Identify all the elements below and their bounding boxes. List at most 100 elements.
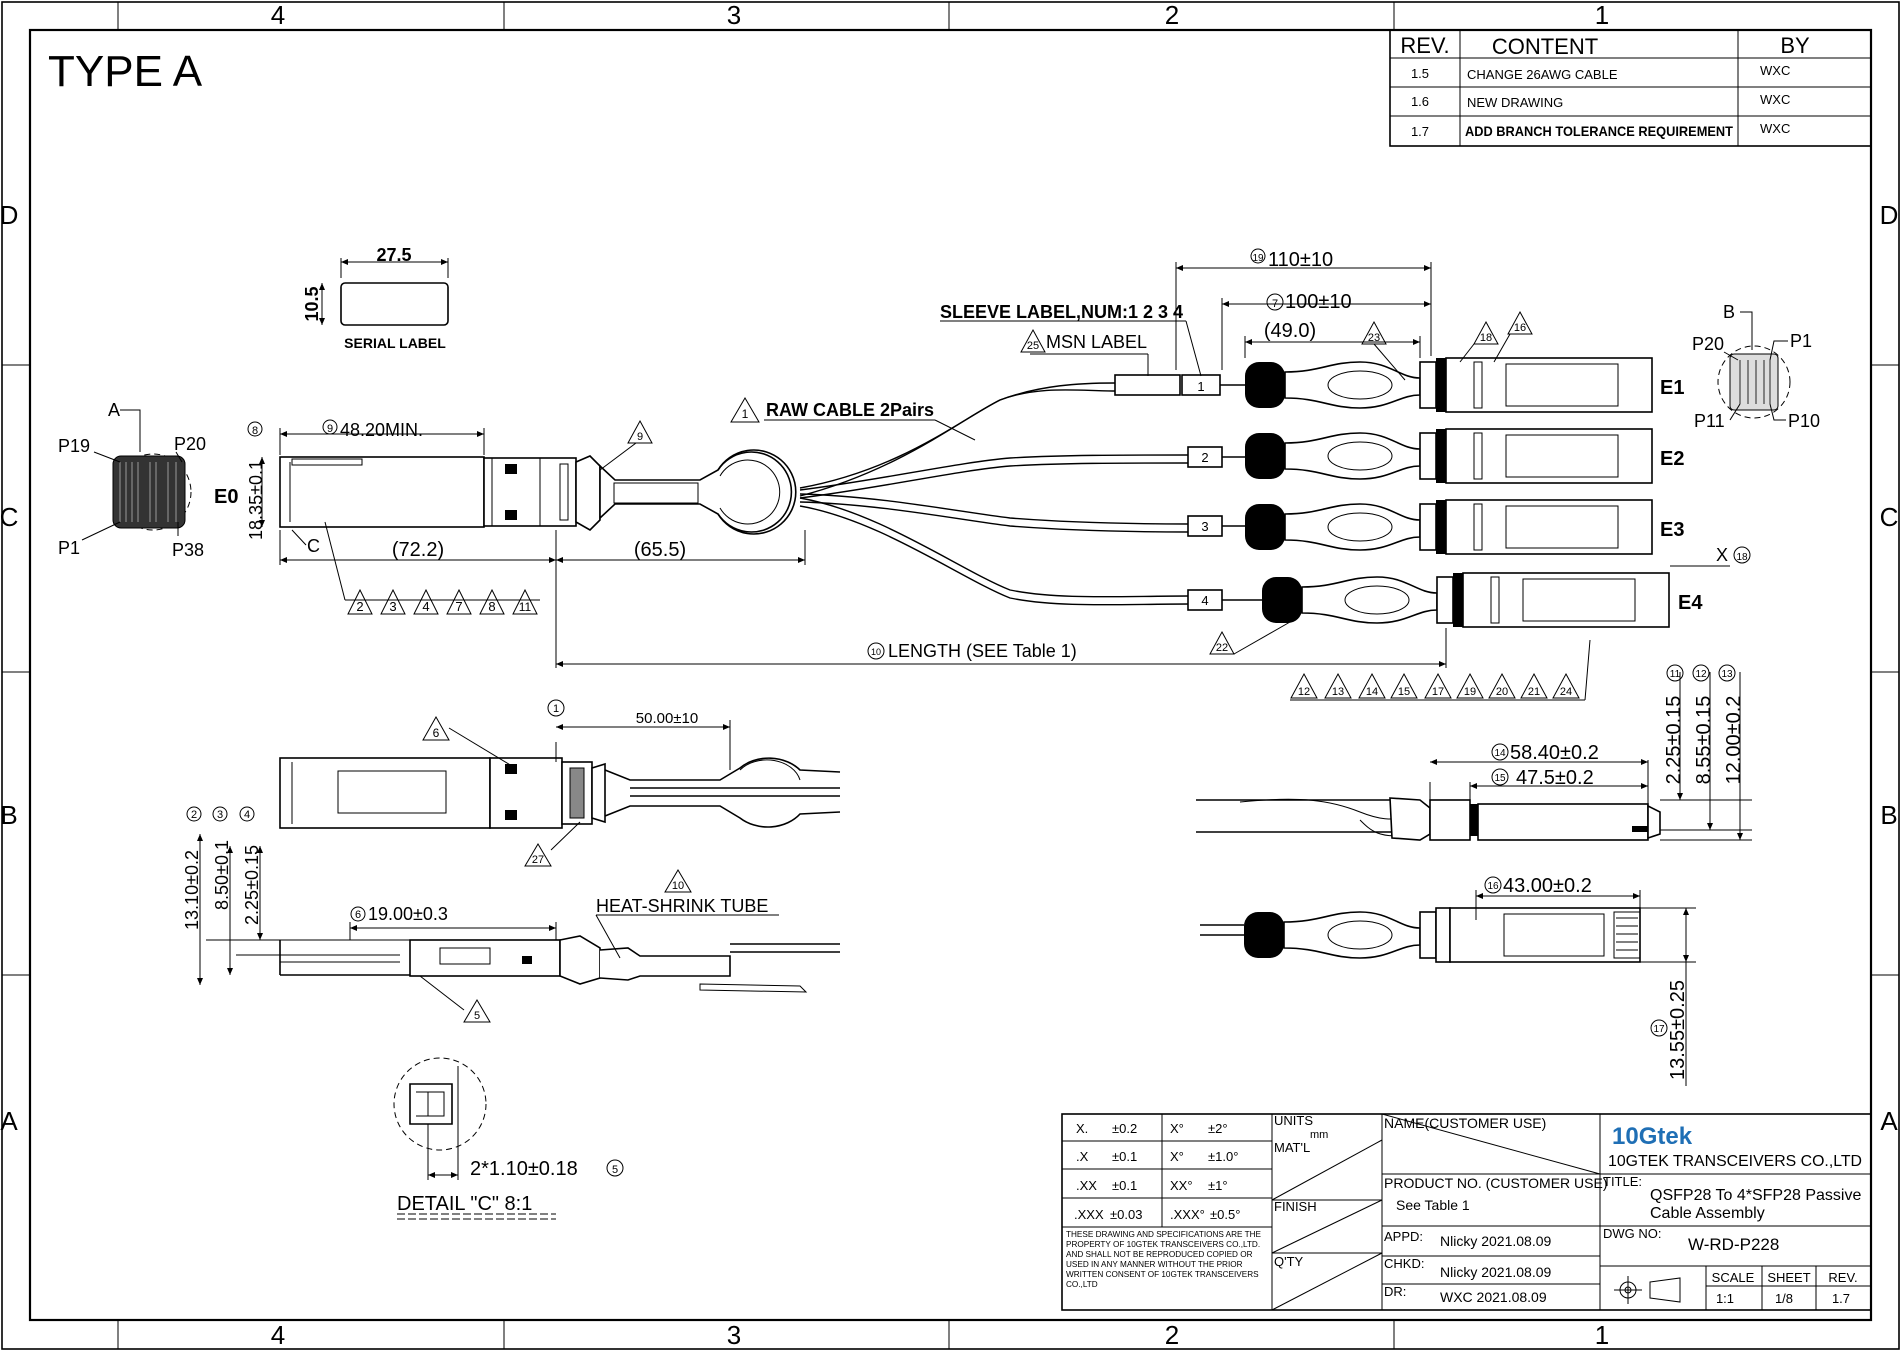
zone-row-d-right: D bbox=[1880, 200, 1899, 230]
dim-12-00: 12.00±0.2 bbox=[1723, 696, 1745, 785]
product-no-label: PRODUCT NO. (CUSTOMER USE) bbox=[1384, 1175, 1608, 1191]
name-label: NAME(CUSTOMER USE) bbox=[1384, 1115, 1546, 1131]
tri-10: 10 bbox=[672, 880, 684, 892]
zone-col-3-bottom: 3 bbox=[727, 1320, 741, 1350]
svg-text:18: 18 bbox=[1736, 552, 1748, 563]
svg-text:16: 16 bbox=[1487, 881, 1499, 892]
svg-text:X.: X. bbox=[1076, 1121, 1088, 1136]
pin-p1-right-label: P1 bbox=[1790, 331, 1812, 351]
title-line-2: Cable Assembly bbox=[1650, 1205, 1765, 1222]
dr-value: WXC 2021.08.09 bbox=[1440, 1289, 1547, 1305]
serial-label-view: 27.5 10.5 SERIAL LABEL bbox=[302, 245, 449, 351]
sfp-side-view: 14 58.40±0.2 15 47.5±0.2 2.25±0.15 8.55±… bbox=[1196, 664, 1752, 841]
e1-label: E1 bbox=[1660, 377, 1684, 399]
rev-row-3-rev: 1.7 bbox=[1411, 124, 1429, 139]
svg-text:17: 17 bbox=[1653, 1024, 1665, 1035]
svg-text:9: 9 bbox=[327, 423, 333, 435]
svg-text:X°: X° bbox=[1170, 1149, 1184, 1164]
zone-row-c: C bbox=[0, 502, 18, 532]
tri-25: 25 bbox=[1027, 340, 1039, 352]
zone-col-1: 1 bbox=[1595, 0, 1609, 30]
sleeve-1: 1 bbox=[1197, 379, 1204, 394]
svg-text:14: 14 bbox=[1366, 686, 1378, 698]
serial-label-width: 27.5 bbox=[376, 245, 411, 265]
rev-header: REV. bbox=[1400, 33, 1449, 58]
tri-1: 1 bbox=[742, 407, 749, 421]
x-dim: X bbox=[1716, 545, 1728, 565]
sfp28-e3: E3 bbox=[1245, 499, 1684, 555]
detail-c-view: 2*1.10±0.18 5 DETAIL "C" 8:1 bbox=[393, 1057, 624, 1220]
rev-row-1-content: CHANGE 26AWG CABLE bbox=[1467, 67, 1618, 82]
svg-text:5: 5 bbox=[612, 1164, 618, 1176]
svg-text:19: 19 bbox=[1464, 686, 1476, 698]
serial-label-caption: SERIAL LABEL bbox=[344, 335, 446, 351]
length-note: LENGTH (SEE Table 1) bbox=[888, 641, 1077, 661]
svg-text:15: 15 bbox=[1398, 686, 1410, 698]
svg-text:6: 6 bbox=[355, 909, 361, 921]
pin-p10-label: P10 bbox=[1788, 411, 1820, 431]
cable-dimensions: 19 110±10 7 100±10 (49.0) SLEEVE LABEL,N… bbox=[556, 248, 1751, 668]
svg-text:3: 3 bbox=[389, 599, 396, 614]
sfp-top-view: 16 43.00±0.2 13.55±0.25 17 bbox=[1200, 875, 1696, 1086]
zone-row-a: A bbox=[0, 1106, 18, 1136]
sfp-pin-view: B P20 P1 P11 P10 bbox=[1692, 302, 1820, 431]
units-label: UNITS bbox=[1274, 1113, 1313, 1128]
serial-label-height: 10.5 bbox=[302, 286, 322, 321]
dim-48-20: 48.20MIN. bbox=[340, 420, 423, 440]
zone-row-c-right: C bbox=[1880, 502, 1899, 532]
svg-text:.XX: .XX bbox=[1076, 1178, 1097, 1193]
e0-note-triangles: 2 3 4 7 8 11 bbox=[347, 588, 538, 615]
dr-label: DR: bbox=[1384, 1284, 1406, 1299]
tri-23: 23 bbox=[1368, 332, 1380, 344]
dim-13-10: 13.10±0.2 bbox=[182, 850, 202, 930]
tri-22: 22 bbox=[1216, 642, 1228, 654]
content-header: CONTENT bbox=[1492, 34, 1598, 59]
svg-text:4: 4 bbox=[422, 599, 429, 614]
pin-b-label: B bbox=[1723, 302, 1735, 322]
svg-text:24: 24 bbox=[1560, 686, 1572, 698]
drawing-title: TYPE A bbox=[48, 47, 203, 96]
svg-text:12: 12 bbox=[1298, 686, 1310, 698]
svg-text:.X: .X bbox=[1076, 1149, 1089, 1164]
dim-50: 50.00±10 bbox=[636, 710, 698, 727]
dwg-no-value: W-RD-P228 bbox=[1688, 1235, 1779, 1254]
pin-a-label: A bbox=[108, 400, 120, 420]
sfp28-e2: E2 bbox=[1245, 428, 1684, 484]
rev-value: 1.7 bbox=[1832, 1291, 1850, 1306]
title-line-1: QSFP28 To 4*SFP28 Passive bbox=[1650, 1187, 1861, 1204]
zone-row-b-right: B bbox=[1880, 800, 1897, 830]
svg-text:11: 11 bbox=[1670, 669, 1681, 680]
qsfp28-e0-top-view: E0 9 48.20MIN. 18.35±0.1 8 (72.2) (65.5)… bbox=[214, 419, 806, 668]
zone-col-1-bottom: 1 bbox=[1595, 1320, 1609, 1350]
e0-label: E0 bbox=[214, 486, 238, 508]
svg-text:±0.1: ±0.1 bbox=[1112, 1149, 1137, 1164]
pin-p19-label: P19 bbox=[58, 436, 90, 456]
sleeve-2: 2 bbox=[1201, 450, 1208, 465]
sleeve-4: 4 bbox=[1201, 593, 1208, 608]
dim-18-35: 18.35±0.1 bbox=[246, 460, 266, 540]
svg-text:±2°: ±2° bbox=[1208, 1121, 1228, 1136]
svg-text:12: 12 bbox=[1695, 669, 1707, 680]
pin-p1-label: P1 bbox=[58, 538, 80, 558]
finish-label: FINISH bbox=[1274, 1199, 1317, 1214]
rev-row-2-by: WXC bbox=[1760, 92, 1790, 107]
appd-label: APPD: bbox=[1384, 1229, 1423, 1244]
tri-6: 6 bbox=[433, 726, 440, 740]
svg-text:7: 7 bbox=[1272, 298, 1278, 310]
svg-text:±0.1: ±0.1 bbox=[1112, 1178, 1137, 1193]
zone-col-4: 4 bbox=[271, 0, 285, 30]
product-no-value: See Table 1 bbox=[1396, 1197, 1470, 1213]
zone-row-b: B bbox=[0, 800, 17, 830]
dim-2-25: 2.25±0.15 bbox=[242, 845, 262, 925]
svg-text:.XXX°: .XXX° bbox=[1170, 1207, 1205, 1222]
zone-row-a-right: A bbox=[1880, 1106, 1898, 1136]
svg-text:15: 15 bbox=[1494, 773, 1506, 784]
dim-8-55: 8.55±0.15 bbox=[1693, 696, 1715, 785]
svg-text:21: 21 bbox=[1528, 686, 1540, 698]
svg-text:±0.5°: ±0.5° bbox=[1210, 1207, 1240, 1222]
svg-text:8: 8 bbox=[252, 425, 258, 437]
rev-row-1-by: WXC bbox=[1760, 63, 1790, 78]
e-note-triangles: 12 13 14 15 17 19 20 21 24 bbox=[1290, 639, 1591, 701]
